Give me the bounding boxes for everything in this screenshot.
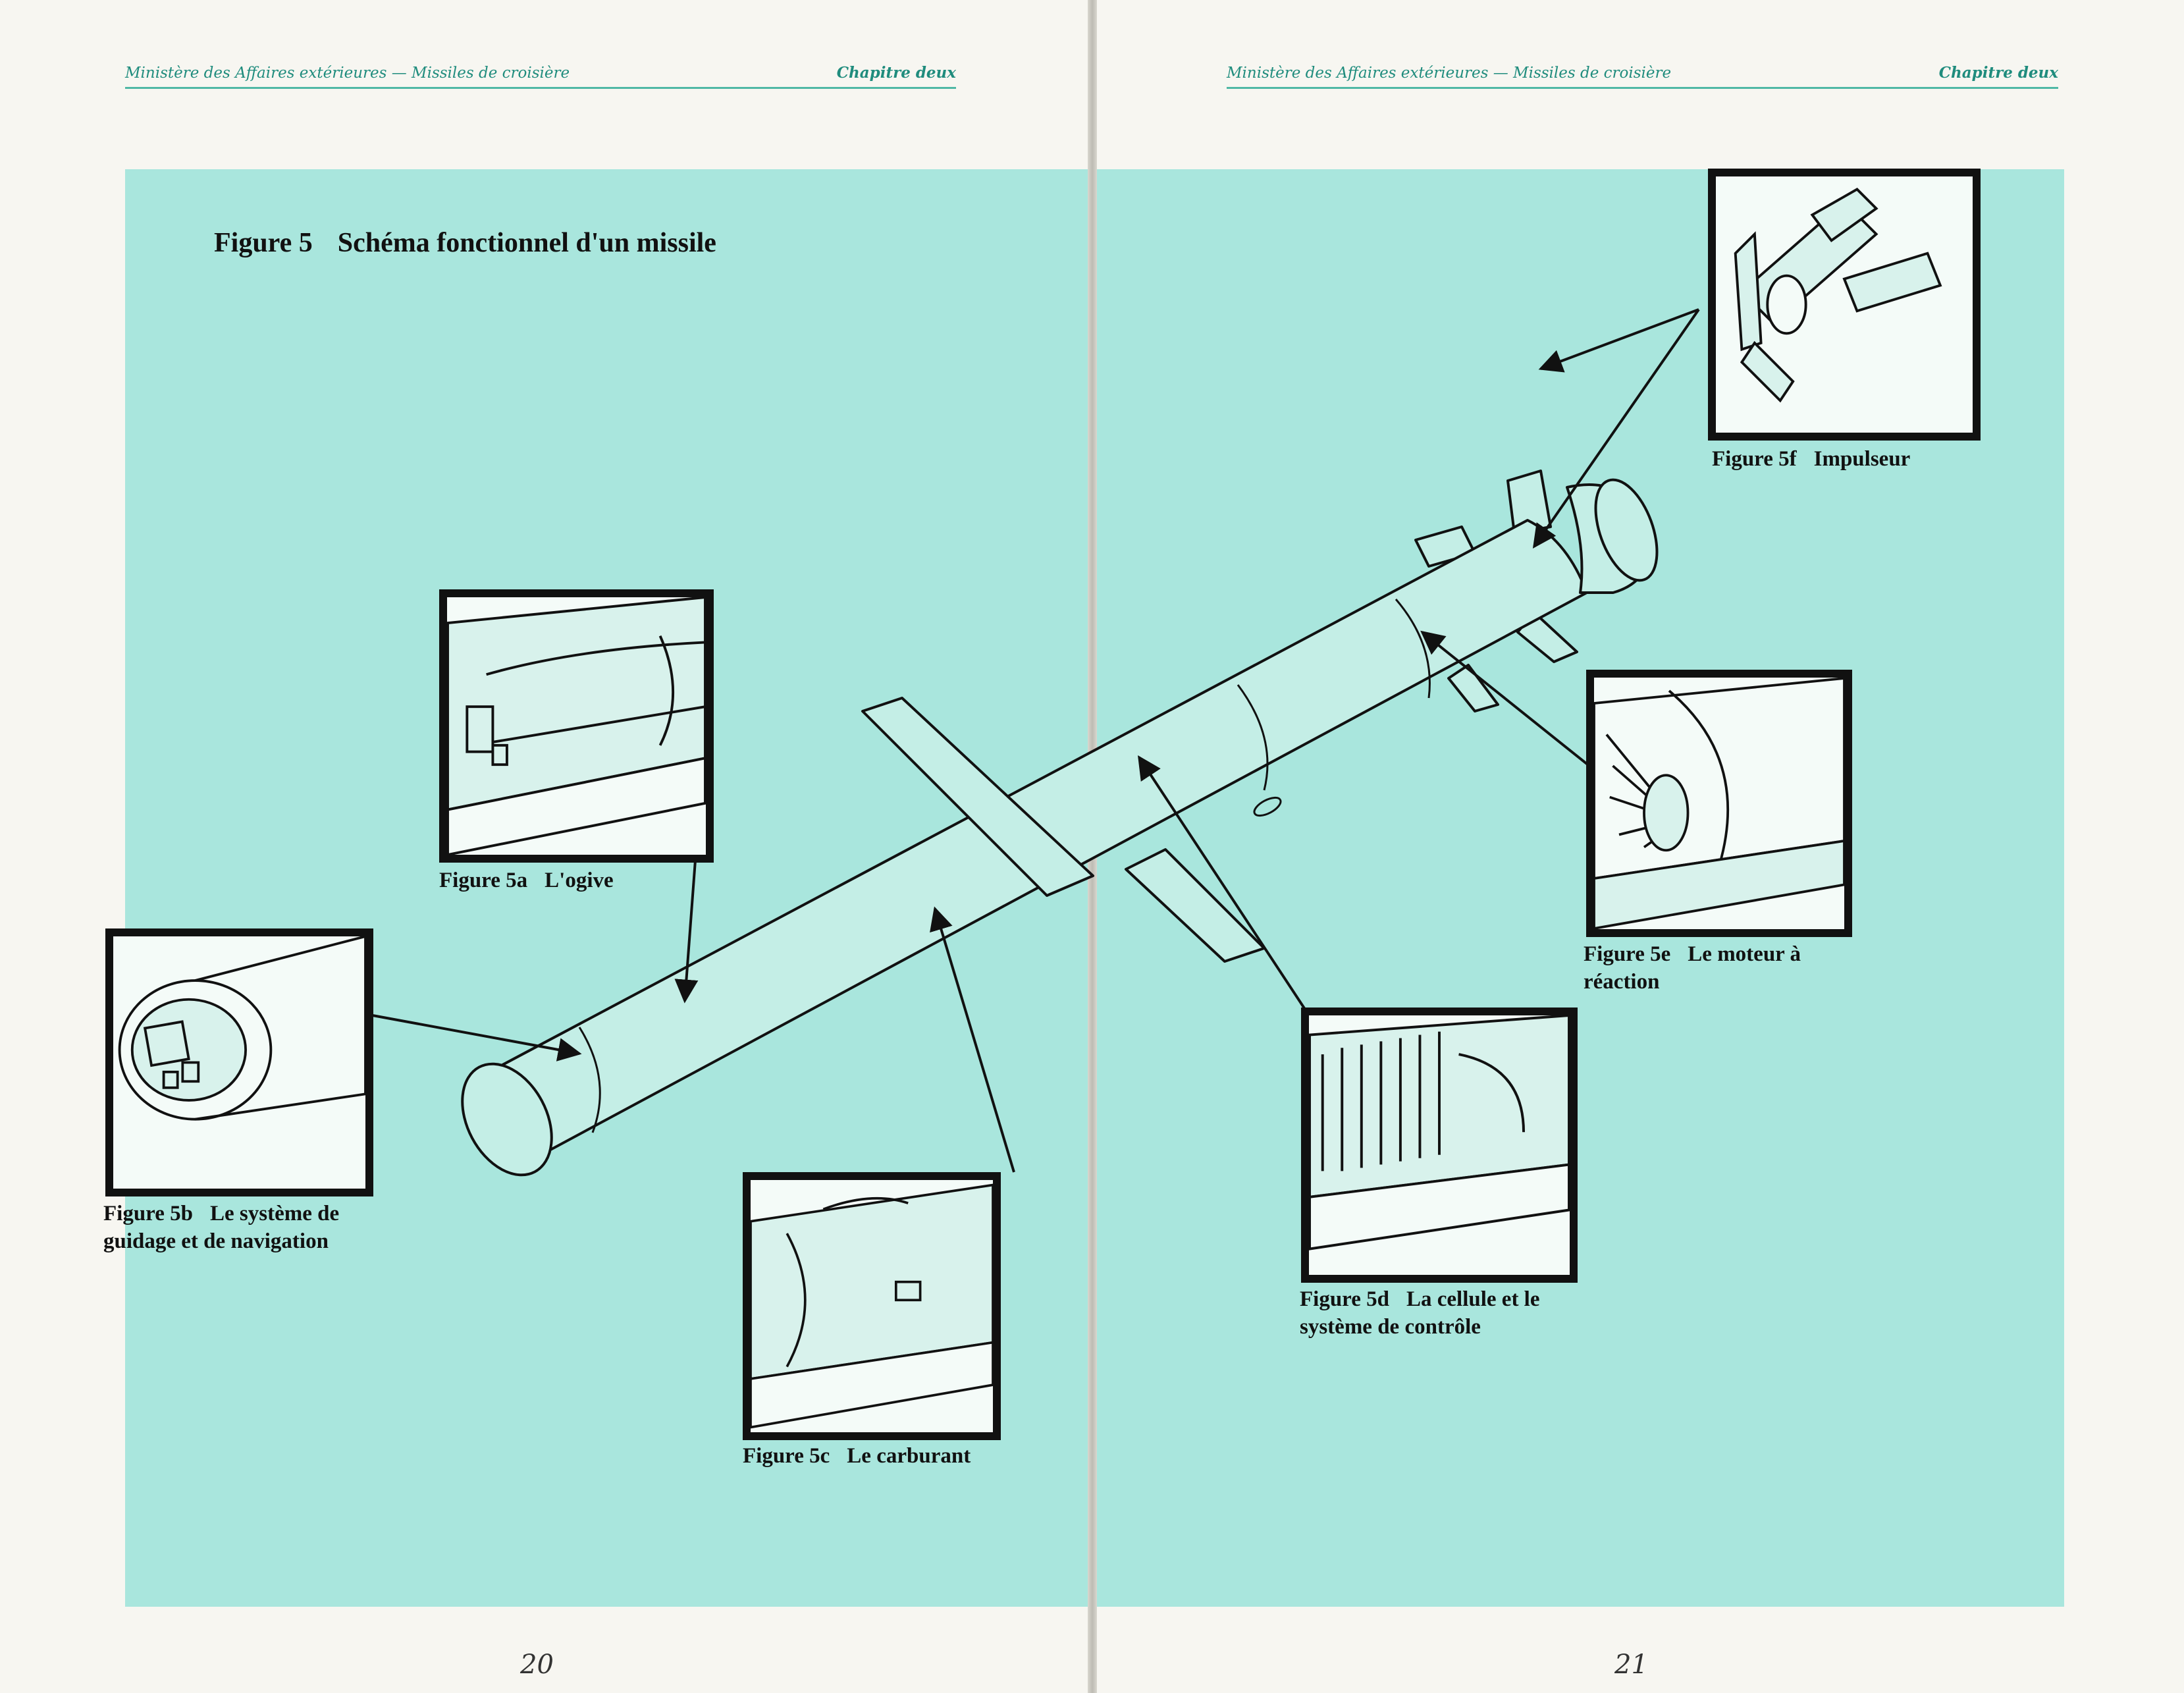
running-head-title: Ministère des Affaires extérieures — Mis… xyxy=(1227,65,1672,82)
page-number-right: 21 xyxy=(1614,1650,1648,1680)
running-head-chapter: Chapitre deux xyxy=(836,64,956,82)
inset-5d-airframe xyxy=(1301,1008,1578,1283)
running-head-right: Ministère des Affaires extérieures — Mis… xyxy=(1227,61,2058,89)
inset-5b-guidance xyxy=(105,928,373,1196)
booster-icon xyxy=(1734,188,1942,403)
running-head-chapter: Chapitre deux xyxy=(1938,64,2058,82)
inset-5e-jet-engine xyxy=(1586,670,1852,937)
airframe-control-icon xyxy=(1309,1015,1570,1250)
figure-number: Figure 5 xyxy=(214,228,313,258)
page-number-left: 20 xyxy=(520,1650,554,1680)
running-head-left: Ministère des Affaires extérieures — Mis… xyxy=(125,61,956,89)
fuel-tank-icon xyxy=(751,1183,993,1429)
guidance-system-icon xyxy=(118,936,365,1121)
inset-5f-booster xyxy=(1708,169,1981,441)
inset-5a-warhead xyxy=(439,589,714,863)
warhead-icon xyxy=(447,597,706,855)
figure-title: Figure 5 Schéma fonctionnel d'un missile xyxy=(214,227,716,259)
inset-5c-fuel xyxy=(743,1172,1001,1440)
figure-title-text: Schéma fonctionnel d'un missile xyxy=(337,228,716,258)
jet-engine-icon xyxy=(1594,678,1844,929)
book-spine xyxy=(1088,0,1097,1693)
running-head-title: Ministère des Affaires extérieures — Mis… xyxy=(125,65,570,82)
